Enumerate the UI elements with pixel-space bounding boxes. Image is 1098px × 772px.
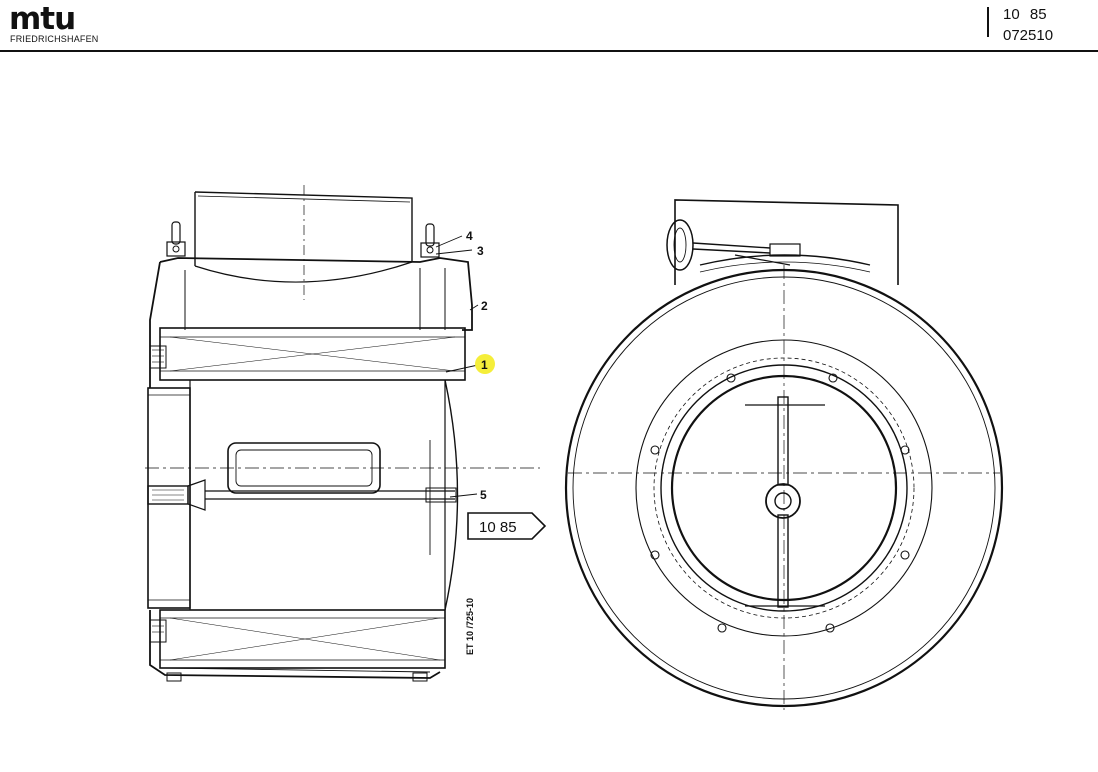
end-view — [564, 199, 1004, 710]
callout-3: 3 — [477, 244, 484, 258]
logo-subtitle: FRIEDRICHSHAFEN — [10, 34, 99, 44]
callout-2: 2 — [481, 299, 488, 313]
side-section-view — [145, 185, 540, 682]
view-reference-label: 10 85 — [479, 519, 517, 536]
callout-4: 4 — [466, 229, 473, 243]
callout-1: 1 — [481, 358, 488, 372]
doc-code-line2: 072510 — [1003, 27, 1054, 44]
callout-5: 5 — [480, 488, 487, 502]
callout-1-highlight — [475, 354, 495, 374]
header-separator — [987, 7, 989, 37]
mtu-logo: mtu — [9, 1, 76, 37]
page-header: mtu FRIEDRICHSHAFEN 10 85 072510 — [0, 0, 1098, 52]
drawing-number: ET 10 /725-10 — [465, 598, 475, 655]
callout-leaders — [435, 235, 479, 498]
header-rule — [0, 50, 1098, 52]
doc-code-line1: 10 85 — [1003, 6, 1047, 23]
view-reference-arrow: 10 85 — [467, 512, 547, 540]
